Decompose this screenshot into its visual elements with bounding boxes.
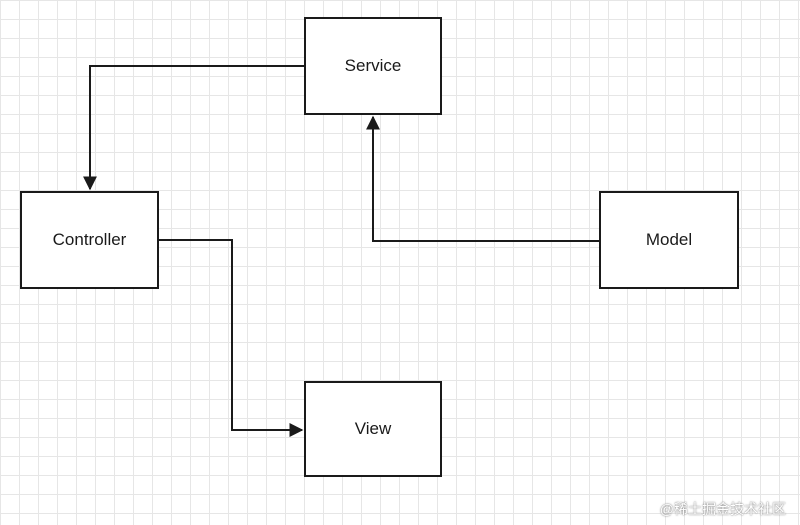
watermark: @稀土掘金技术社区 [659,501,786,517]
service-label: Service [344,56,402,75]
model-label: Model [645,230,693,249]
arrow-model-to-service [366,115,599,242]
model-node[interactable]: Model [599,191,739,289]
arrow-controller-to-view [159,239,304,437]
controller-label: Controller [52,230,127,249]
controller-node[interactable]: Controller [20,191,159,289]
service-node[interactable]: Service [304,17,442,115]
view-label: View [354,419,392,438]
arrow-service-to-controller [83,65,304,191]
view-node[interactable]: View [304,381,442,477]
